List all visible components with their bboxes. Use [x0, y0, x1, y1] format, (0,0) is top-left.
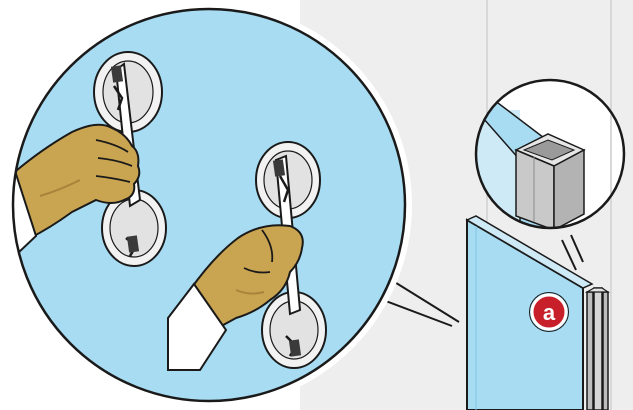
- glass-panel: [465, 215, 594, 410]
- suction-cup-icon: [93, 51, 167, 267]
- callout-marker-label: a: [543, 300, 556, 325]
- wall-profile: [584, 287, 610, 410]
- main-magnifier: [6, 2, 412, 408]
- detail-pointer: [561, 234, 584, 271]
- detail-magnifier: [474, 78, 626, 230]
- callout-marker-a: a: [529, 292, 569, 332]
- gloved-hand-icon: [167, 224, 304, 371]
